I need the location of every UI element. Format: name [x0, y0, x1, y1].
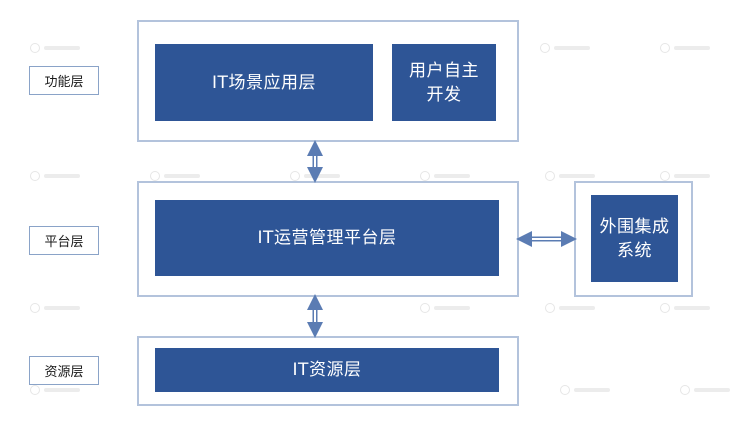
resource-layer-label: 资源层: [29, 356, 99, 385]
it-ops-platform-block: IT运营管理平台层: [155, 200, 499, 276]
it-scenario-app-block: IT场景应用层: [155, 44, 373, 121]
external-integration-text: 外围集成 系统: [599, 216, 670, 261]
user-self-dev-block: 用户自主 开发: [392, 44, 496, 121]
user-self-dev-text: 用户自主 开发: [409, 60, 479, 105]
it-resource-block: IT资源层: [155, 348, 499, 392]
it-ops-platform-text: IT运营管理平台层: [257, 228, 397, 248]
external-integration-block: 外围集成 系统: [591, 195, 678, 282]
it-resource-text: IT资源层: [292, 360, 362, 380]
it-scenario-app-text: IT场景应用层: [212, 72, 316, 93]
platform-layer-label: 平台层: [29, 226, 99, 255]
function-layer-label: 功能层: [29, 66, 99, 95]
